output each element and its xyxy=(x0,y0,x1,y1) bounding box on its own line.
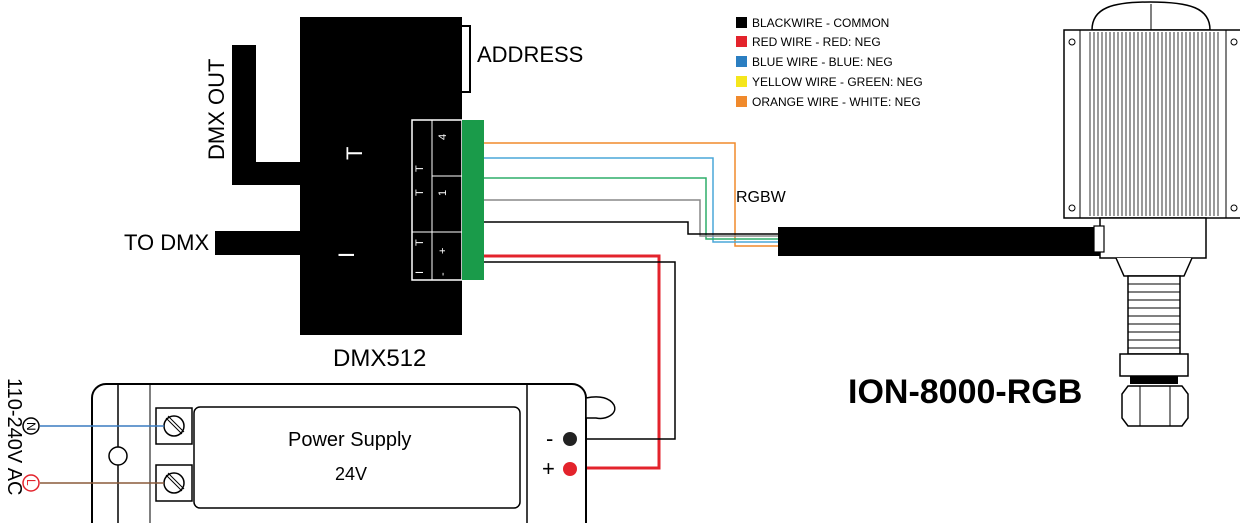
terminal-mark-n4: 4 xyxy=(437,134,449,140)
terminal-mark-t1: T xyxy=(414,165,426,172)
green-connector xyxy=(462,120,484,280)
output-plus-terminal xyxy=(563,462,577,476)
threaded-stem xyxy=(1127,275,1181,355)
terminal-mark-t2: T xyxy=(414,189,426,196)
wire-orange xyxy=(484,142,780,247)
to-dmx-cable xyxy=(215,231,302,255)
fixture-nut xyxy=(1119,353,1189,377)
power-supply-label-panel xyxy=(193,406,521,509)
dmx-out-cable xyxy=(232,45,302,185)
mains-voltage-label: 110-240V AC xyxy=(3,378,25,496)
rgbw-label: RGBW xyxy=(736,189,787,206)
terminal-mark-n1: 1 xyxy=(437,190,449,196)
svg-text:L: L xyxy=(24,479,38,486)
fixture-neck xyxy=(1099,217,1207,259)
housing-screw-tr xyxy=(1230,38,1238,46)
wire-black xyxy=(484,221,780,235)
legend-label-black: BLACKWIRE - COMMON xyxy=(752,16,889,30)
terminal-mark-t3: T xyxy=(414,239,426,246)
legend-swatch-black xyxy=(736,17,747,28)
fixture-cable xyxy=(778,227,1100,256)
legend-swatch-red xyxy=(736,36,747,47)
legend-swatch-blue xyxy=(736,56,747,67)
ion-8000-fixture xyxy=(1063,1,1240,427)
legend-label-yellow: YELLOW WIRE - GREEN: NEG xyxy=(752,75,923,89)
cable-gland xyxy=(1121,385,1189,427)
wire-gray xyxy=(484,199,780,237)
controller-name: DMX512 xyxy=(333,345,426,372)
wire-red-power xyxy=(484,254,661,470)
legend-swatch-orange xyxy=(736,96,747,107)
wire-green xyxy=(484,177,780,240)
controller-mark-i: I xyxy=(334,252,359,258)
wire-blue xyxy=(484,157,780,243)
address-switch xyxy=(462,25,471,93)
terminal-mark-i1: I xyxy=(414,271,426,274)
controller-mark-t: T xyxy=(342,147,367,160)
legend-label-blue: BLUE WIRE - BLUE: NEG xyxy=(752,55,893,69)
terminal-block: T T 4 1 T I + - xyxy=(411,119,484,281)
svg-text:N: N xyxy=(24,422,38,431)
housing-screw-bl xyxy=(1068,204,1076,212)
power-supply-title: Power Supply xyxy=(288,429,411,451)
terminal-mark-minus: - xyxy=(437,272,449,276)
housing-screw-tl xyxy=(1068,38,1076,46)
wire-black-power xyxy=(484,261,676,440)
mounting-tab xyxy=(585,396,616,420)
fixture-name: ION-8000-RGB xyxy=(848,373,1082,411)
output-minus-terminal xyxy=(563,432,577,446)
rgbw-wires xyxy=(484,142,780,247)
power-supply-voltage: 24V xyxy=(335,464,367,484)
to-dmx-label: TO DMX xyxy=(124,230,209,255)
fixture-housing xyxy=(1063,29,1240,219)
address-label: ADDRESS xyxy=(477,42,583,67)
dmx-out-label: DMX OUT xyxy=(204,59,229,160)
terminal-block-frame xyxy=(411,119,463,281)
legend-swatch-yellow xyxy=(736,76,747,87)
legend: BLACKWIRE - COMMON RED WIRE - RED: NEG B… xyxy=(736,16,923,109)
heatsink-fins xyxy=(1089,32,1219,216)
junction-circle xyxy=(108,446,128,466)
output-plus-label: + xyxy=(542,456,555,481)
housing-screw-br xyxy=(1230,204,1238,212)
output-minus-label: - xyxy=(546,426,553,451)
power-supply: Power Supply 24V - + xyxy=(91,383,616,523)
terminal-mark-plus: + xyxy=(437,248,449,254)
line-symbol: L xyxy=(22,474,40,492)
legend-label-red: RED WIRE - RED: NEG xyxy=(752,35,881,49)
legend-label-orange: ORANGE WIRE - WHITE: NEG xyxy=(752,95,921,109)
neutral-symbol: N xyxy=(22,417,40,435)
